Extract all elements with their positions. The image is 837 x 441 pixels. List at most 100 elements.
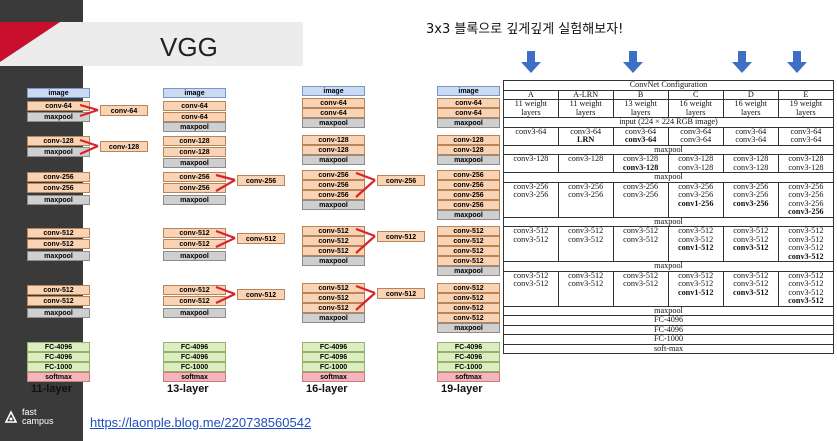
block-fc-1000: FC-1000 <box>27 362 90 372</box>
layer-entry: conv3-512 <box>733 287 769 297</box>
callout-arrow-line <box>215 285 236 296</box>
block-fc-1000: FC-1000 <box>437 362 500 372</box>
block-maxpool: maxpool <box>437 323 500 333</box>
slide-title: VGG <box>160 32 218 62</box>
block-maxpool: maxpool <box>437 155 500 165</box>
block-softmax: softmax <box>27 372 90 382</box>
maxpool-row: maxpool <box>503 172 834 183</box>
block-conv-128: conv-128 <box>27 136 90 146</box>
block-maxpool: maxpool <box>302 118 365 128</box>
block-conv-512: conv-512 <box>302 303 365 313</box>
layer-entry: conv1-512 <box>677 287 714 297</box>
layer-entry: conv3-512 <box>733 243 769 252</box>
callout-tag: conv-256 <box>237 175 285 186</box>
down-arrow-icon <box>521 51 541 73</box>
block-fc-4096: FC-4096 <box>27 342 90 352</box>
layer-entry: conv3-256 <box>568 190 604 199</box>
layer-entry: conv3-64 <box>625 126 657 136</box>
layer-entry: LRN <box>577 135 595 144</box>
block-maxpool: maxpool <box>163 158 226 168</box>
layer-entry: conv3-512 <box>733 226 769 235</box>
block-conv-512: conv-512 <box>302 293 365 303</box>
block-fc-4096: FC-4096 <box>163 342 226 352</box>
block-maxpool: maxpool <box>163 251 226 261</box>
layer-entry: conv3-512 <box>623 234 659 244</box>
layer-cell: conv3-64 <box>503 126 559 146</box>
maxpool-row: maxpool <box>503 261 834 272</box>
layer-entry: conv3-512 <box>568 270 604 280</box>
input-row: input (224 × 224 RGB image) <box>503 117 834 128</box>
maxpool-row: maxpool <box>503 144 834 155</box>
callout-tag: conv-512 <box>377 288 425 299</box>
layer-entry: conv3-512 <box>788 251 824 261</box>
block-maxpool: maxpool <box>302 313 365 323</box>
callout-arrow-line <box>215 293 236 304</box>
column-desc: 16 weight layers <box>667 99 724 118</box>
layer-entry: conv3-128 <box>788 154 824 163</box>
block-conv-512: conv-512 <box>163 228 226 238</box>
down-arrow-icon <box>623 51 643 73</box>
block-maxpool: maxpool <box>27 147 90 157</box>
block-fc-4096: FC-4096 <box>27 352 90 362</box>
layer-cell: conv3-128 <box>557 154 614 173</box>
block-conv-512: conv-512 <box>437 246 500 256</box>
layer-entry: conv3-256 <box>788 190 824 199</box>
layer-label: 16-layer <box>306 383 348 395</box>
block-maxpool: maxpool <box>302 256 365 266</box>
layer-entry: conv3-512 <box>788 226 824 235</box>
layer-cell: conv3-128 <box>503 154 559 173</box>
callout-arrow-line <box>355 179 376 198</box>
table-header: ConvNet Configuration <box>503 80 834 91</box>
block-fc-4096: FC-4096 <box>302 352 365 362</box>
source-link[interactable]: https://laonple.blog.me/220738560542 <box>90 415 312 430</box>
block-maxpool: maxpool <box>163 122 226 132</box>
block-fc-1000: FC-1000 <box>163 362 226 372</box>
block-conv-64: conv-64 <box>163 112 226 122</box>
callout-arrow-line <box>355 227 376 238</box>
layer-entry: conv3-512 <box>568 226 604 235</box>
block-conv-512: conv-512 <box>437 293 500 303</box>
footer-row: FC-4096 <box>503 315 834 326</box>
brand-line1: fast <box>22 407 37 417</box>
layer-entry: conv1-256 <box>677 198 714 208</box>
block-conv-512: conv-512 <box>437 313 500 323</box>
block-conv-256: conv-256 <box>437 200 500 210</box>
block-conv-512: conv-512 <box>27 285 90 295</box>
block-image: image <box>437 86 500 96</box>
block-conv-256: conv-256 <box>302 190 365 200</box>
block-conv-256: conv-256 <box>27 183 90 193</box>
block-conv-128: conv-128 <box>163 136 226 146</box>
block-maxpool: maxpool <box>27 308 90 318</box>
layer-entry: conv3-256 <box>733 181 769 191</box>
block-maxpool: maxpool <box>163 308 226 318</box>
callout-arrow-line <box>355 292 376 311</box>
block-conv-64: conv-64 <box>163 101 226 111</box>
block-conv-64: conv-64 <box>437 98 500 108</box>
block-fc-4096: FC-4096 <box>437 352 500 362</box>
fastcampus-logo-icon <box>4 410 18 423</box>
block-conv-128: conv-128 <box>437 135 500 145</box>
layer-entry: conv3-512 <box>568 279 604 288</box>
block-image: image <box>163 88 226 98</box>
callout-arrow-line <box>79 138 99 148</box>
layer-entry: conv3-64 <box>790 135 822 144</box>
layer-entry: conv3-64 <box>570 126 602 136</box>
layer-label: 11-layer <box>31 383 72 395</box>
layer-entry: conv3-256 <box>513 190 549 199</box>
layer-entry: conv3-128 <box>568 154 604 163</box>
block-conv-512: conv-512 <box>437 236 500 246</box>
